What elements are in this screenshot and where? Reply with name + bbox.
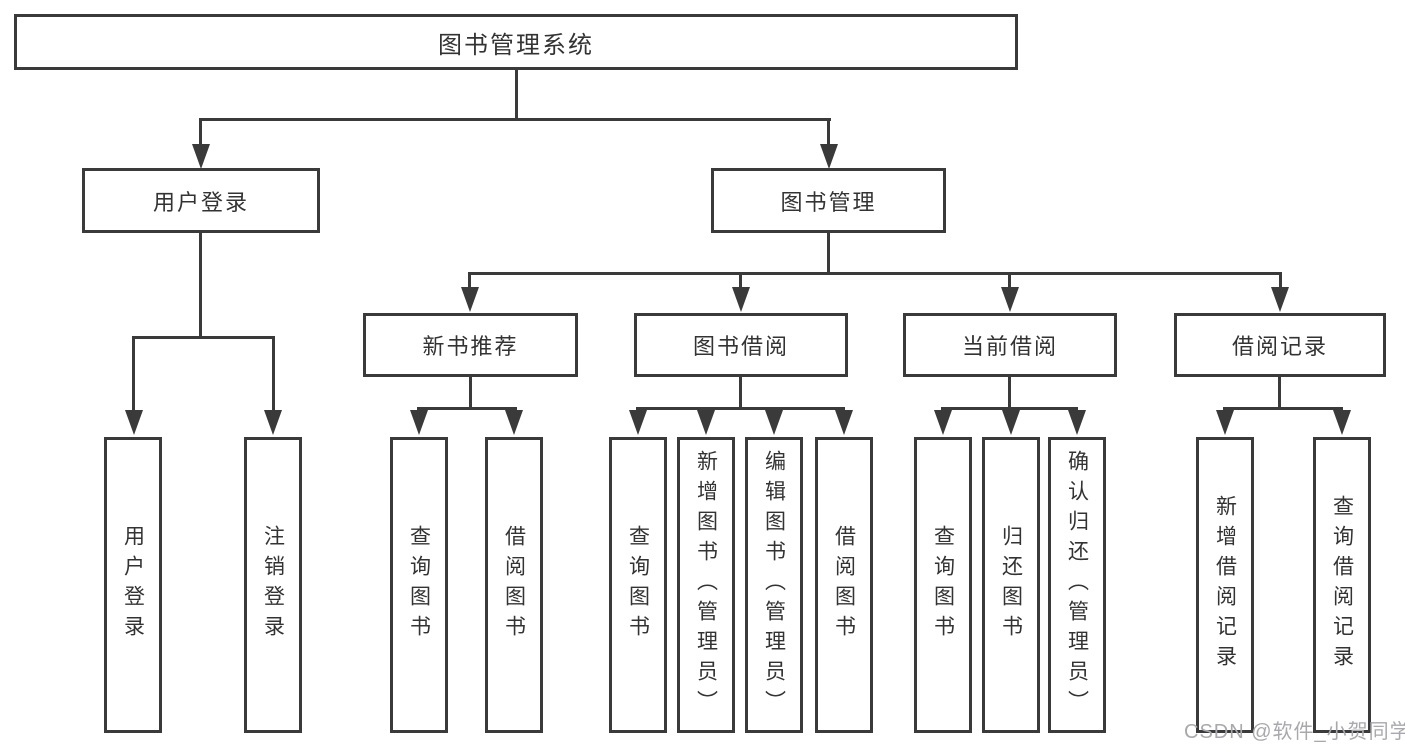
leaf-edit-book-admin: 编辑图书（管理员）: [745, 437, 803, 733]
connector-line: [199, 233, 202, 336]
leaf-logout: 注销登录: [244, 437, 302, 733]
leaf-query-books-1: 查询图书: [390, 437, 448, 733]
node-book-management: 图书管理: [711, 168, 946, 233]
node-book-borrow: 图书借阅: [634, 313, 848, 377]
connector-line: [1279, 272, 1282, 290]
arrow-down-icon: [697, 410, 715, 435]
arrow-down-icon: [732, 287, 750, 312]
node-root: 图书管理系统: [14, 14, 1018, 70]
connector-line: [199, 118, 202, 146]
leaf-confirm-return-admin: 确认归还（管理员）: [1048, 437, 1106, 733]
arrow-down-icon: [820, 144, 838, 169]
node-current-borrow: 当前借阅: [903, 313, 1117, 377]
leaf-query-books-3: 查询图书: [914, 437, 972, 733]
connector-line: [272, 336, 275, 412]
connector-line: [1223, 407, 1343, 410]
connector-line: [1008, 272, 1011, 290]
arrow-down-icon: [765, 410, 783, 435]
arrow-down-icon: [410, 410, 428, 435]
leaf-return-book: 归还图书: [982, 437, 1040, 733]
connector-line: [417, 407, 517, 410]
arrow-down-icon: [1333, 410, 1351, 435]
arrow-down-icon: [125, 410, 143, 435]
connector-line: [636, 407, 845, 410]
arrow-down-icon: [264, 410, 282, 435]
connector-line: [1278, 377, 1281, 408]
arrow-down-icon: [505, 410, 523, 435]
node-new-book-recommend: 新书推荐: [363, 313, 578, 377]
connector-line: [1008, 377, 1011, 408]
arrow-down-icon: [1271, 287, 1289, 312]
arrow-down-icon: [1216, 410, 1234, 435]
arrow-down-icon: [934, 410, 952, 435]
connector-line: [739, 272, 742, 290]
leaf-add-book-admin: 新增图书（管理员）: [677, 437, 735, 733]
connector-line: [941, 407, 1078, 410]
arrow-down-icon: [835, 410, 853, 435]
leaf-query-books-2: 查询图书: [609, 437, 667, 733]
connector-line: [199, 118, 831, 121]
leaf-add-borrow-record: 新增借阅记录: [1196, 437, 1254, 733]
csdn-watermark: CSDN @软件_小贺同学: [1184, 721, 1405, 743]
connector-line: [132, 336, 275, 339]
leaf-user-login: 用户登录: [104, 437, 162, 733]
leaf-borrow-books-2: 借阅图书: [815, 437, 873, 733]
connector-line: [468, 272, 1282, 275]
arrow-down-icon: [192, 144, 210, 169]
connector-line: [468, 272, 471, 290]
node-borrow-records: 借阅记录: [1174, 313, 1386, 377]
arrow-down-icon: [1001, 287, 1019, 312]
arrow-down-icon: [1002, 410, 1020, 435]
connector-line: [132, 336, 135, 412]
connector-line: [515, 70, 518, 118]
connector-line: [827, 118, 830, 146]
node-user-login: 用户登录: [82, 168, 320, 233]
arrow-down-icon: [1068, 410, 1086, 435]
connector-line: [827, 233, 830, 275]
leaf-borrow-books-1: 借阅图书: [485, 437, 543, 733]
arrow-down-icon: [629, 410, 647, 435]
connector-line: [469, 377, 472, 408]
leaf-query-borrow-record: 查询借阅记录: [1313, 437, 1371, 733]
arrow-down-icon: [461, 287, 479, 312]
connector-line: [739, 377, 742, 408]
